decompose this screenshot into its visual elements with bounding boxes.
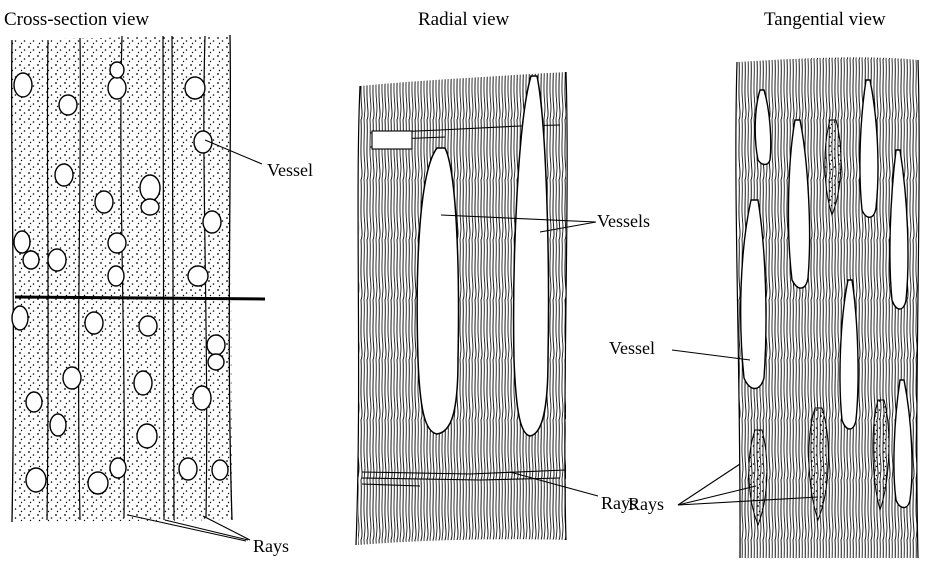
rays-label-cross: Rays	[253, 536, 289, 557]
growth-ring-line	[15, 297, 265, 299]
radial-panel	[356, 72, 598, 545]
vessel-label-cross: Vessel	[267, 160, 313, 181]
vessel-label-tangential: Vessel	[609, 338, 655, 359]
tangential-panel	[672, 57, 919, 558]
rays-label-tangential: Rays	[628, 494, 664, 515]
vessels-label-radial: Vessels	[597, 211, 650, 232]
cross-section-panel	[12, 35, 265, 541]
